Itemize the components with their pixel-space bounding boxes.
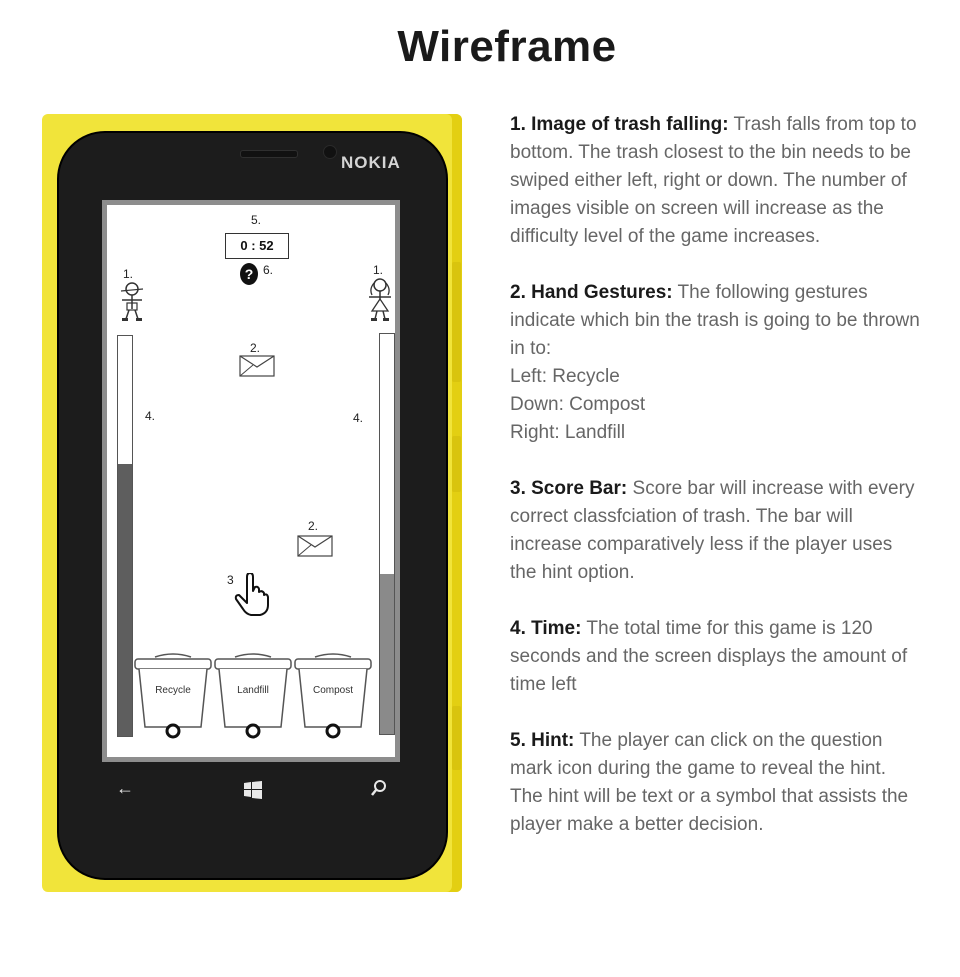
gesture-callout: 3 [227,573,234,587]
power-button[interactable] [452,436,461,492]
timer-display: 0 : 52 [225,233,289,259]
note-text: Score bar will increase with every corre… [510,478,915,583]
note-heading: 1. Image of trash falling: [510,114,729,135]
phone-frame: NOKIA 5. 0 : 52 ? 6. 1. 1. [42,114,462,892]
windows-logo-icon[interactable] [243,780,263,800]
note-time: 4. Time: The total time for this game is… [510,615,920,699]
note-heading: 4. Time: [510,618,582,639]
speaker-grille [240,150,298,158]
trash-bottom-callout: 2. [308,519,319,533]
trash-bin-icon [214,653,292,739]
score-bar-right [379,333,395,735]
note-text: The total time for this game is 120 seco… [510,618,908,695]
hint-question-icon[interactable]: ? [240,263,258,285]
front-camera [323,145,337,159]
gesture-down-line: Down: Compost [510,394,646,415]
trash-bin-icon [134,653,212,739]
bin-label-landfill: Landfill [237,685,269,696]
score-bar-left-fill [118,464,132,736]
note-heading: 2. Hand Gestures: [510,282,673,303]
note-trash-falling: 1. Image of trash falling: Trash falls f… [510,111,920,251]
hand-gesture-icon [234,573,269,616]
trash-top-callout: 2. [250,341,261,355]
note-heading: 5. Hint: [510,730,575,751]
bin-landfill[interactable]: Landfill [213,651,293,741]
notes-panel: 1. Image of trash falling: Trash falls f… [510,111,920,867]
score-bar-right-callout: 4. [353,411,364,425]
girl-figure-icon [369,278,391,321]
bin-recycle[interactable]: Recycle [133,651,213,741]
phone-face: NOKIA 5. 0 : 52 ? 6. 1. 1. [57,131,448,880]
score-bar-left [117,335,133,737]
note-score-bar: 3. Score Bar: Score bar will increase wi… [510,475,920,587]
trash-item-icon[interactable] [297,535,333,557]
bin-label-compost: Compost [312,685,353,696]
boy-figure-icon [120,282,144,321]
game-screen: 5. 0 : 52 ? 6. 1. 1. [107,205,395,757]
score-bar-right-fill [380,574,394,734]
bin-compost[interactable]: Compost [293,651,373,741]
note-heading: 3. Score Bar: [510,478,628,499]
trash-bin-icon [294,653,372,739]
gesture-right-line: Right: Landfill [510,422,626,443]
timer-callout: 5. [251,213,262,227]
phone-brand: NOKIA [341,153,401,172]
page-title: Wireframe [397,22,617,71]
note-hand-gestures: 2. Hand Gestures: The following gestures… [510,279,920,447]
hint-callout: 6. [263,263,274,277]
trash-item-icon[interactable] [239,355,275,377]
note-text: The following gestures indicate which bi… [510,282,920,359]
camera-button[interactable] [452,706,461,770]
player-right-callout: 1. [373,263,384,277]
player-left-callout: 1. [123,267,134,281]
note-text: Trash falls from top to bottom. The tras… [510,114,917,247]
search-icon[interactable] [370,779,388,797]
bin-label-recycle: Recycle [155,685,191,696]
gesture-left-line: Left: Recycle [510,366,620,387]
note-hint: 5. Hint: The player can click on the que… [510,727,920,839]
volume-button[interactable] [452,262,461,382]
back-arrow-icon[interactable]: ← [116,778,134,798]
note-text: The player can click on the question mar… [510,730,909,835]
score-bar-left-callout: 4. [145,409,156,423]
